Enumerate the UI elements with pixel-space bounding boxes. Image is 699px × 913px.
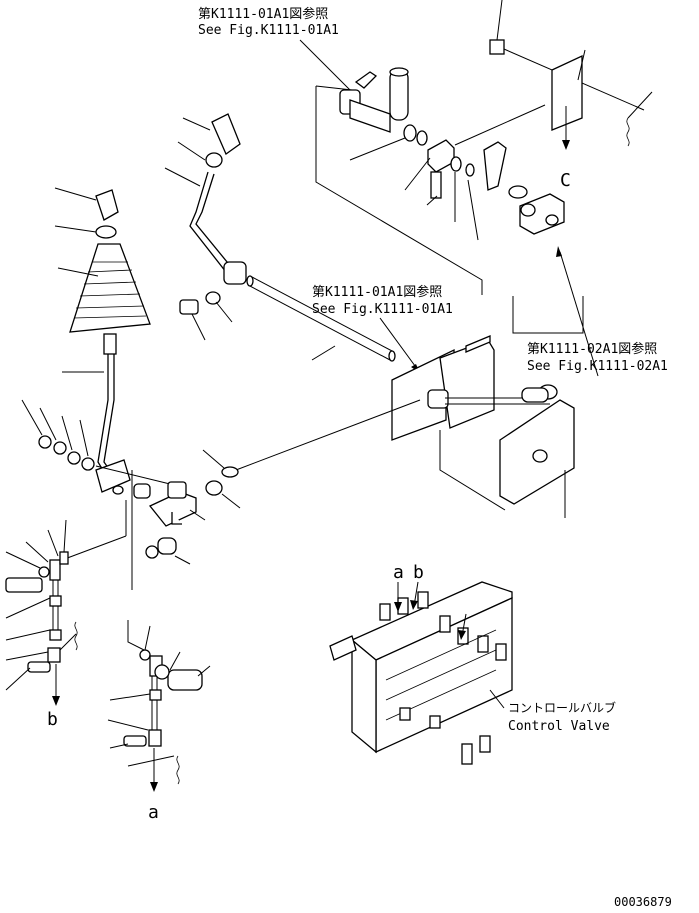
ref-middle-en: See Fig.K1111-01A1 <box>312 302 453 317</box>
gear-lever <box>21 187 171 495</box>
upper-linkage <box>315 0 653 334</box>
valve-marker-b: b <box>413 562 424 583</box>
valve-label-en: Control Valve <box>508 719 610 734</box>
rod-a-assembly <box>107 620 211 792</box>
drawing-number: 00036879 <box>614 895 672 908</box>
control-valve <box>329 581 513 765</box>
connecting-rod <box>164 113 396 362</box>
ref-top-en: See Fig.K1111-01A1 <box>198 23 339 38</box>
ref-right-jp: 第K1111-02A1図参照 <box>527 341 657 357</box>
pivot-parts <box>61 470 241 590</box>
valve-label-jp: コントロールバルブ <box>508 700 616 715</box>
control-bracket <box>202 335 575 518</box>
ref-right-en: See Fig.K1111-02A1 <box>527 359 668 374</box>
ref-top-jp: 第K1111-01A1図参照 <box>198 6 328 22</box>
ref-label-middle: 第K1111-01A1図参照 See Fig.K1111-01A1 <box>312 284 453 317</box>
valve-marker-a: a <box>393 562 404 583</box>
ref-label-right: 第K1111-02A1図参照 See Fig.K1111-02A1 <box>527 341 668 374</box>
marker-b: b <box>47 709 58 730</box>
ref-middle-jp: 第K1111-01A1図参照 <box>312 284 442 300</box>
ref-label-top: 第K1111-01A1図参照 See Fig.K1111-01A1 <box>198 6 339 38</box>
marker-a: a <box>148 802 159 823</box>
marker-c: C <box>560 170 571 191</box>
rod-b-assembly <box>5 519 78 706</box>
